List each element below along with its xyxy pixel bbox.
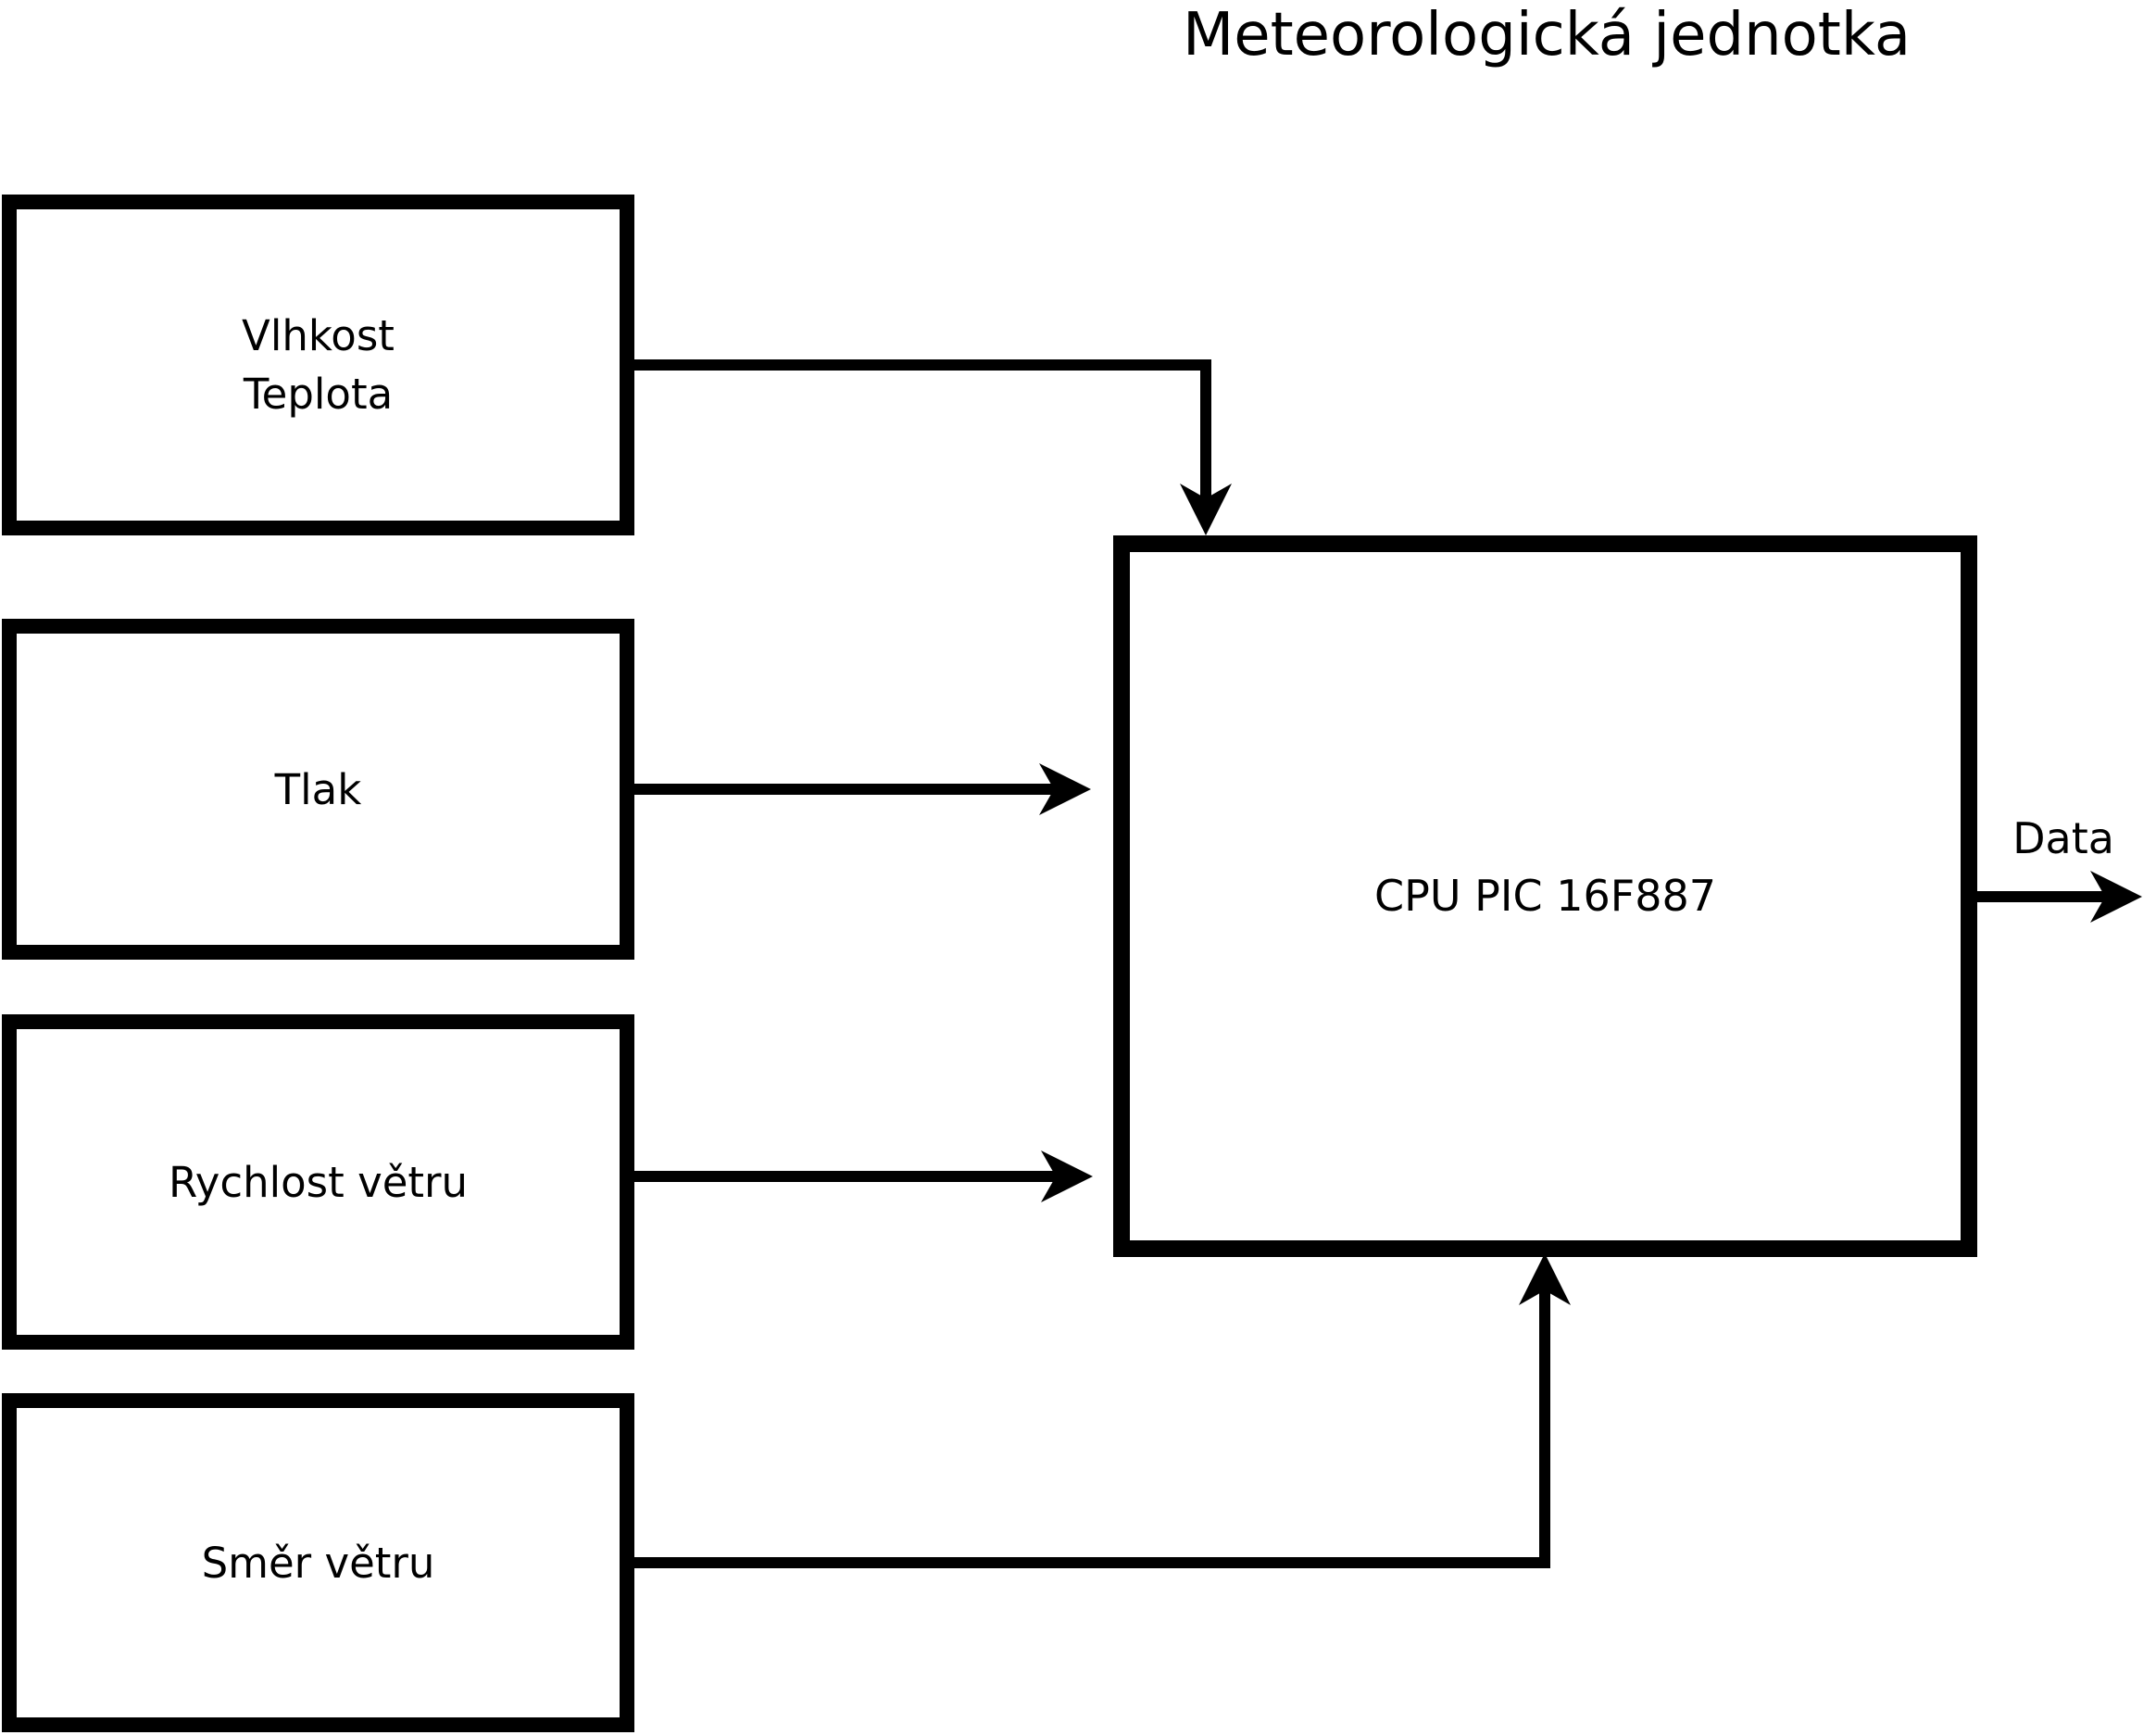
cpu-label: CPU PIC 16F887 [1374,871,1716,921]
arrowhead-wind-speed-icon [1041,1150,1093,1202]
connector-humidity-temperature [634,359,1211,498]
sensor-box-wind-direction: Směr větru [2,1393,634,1732]
sensor-label-wind-direction: Směr větru [201,1538,435,1588]
sensor-label-wind-speed: Rychlost větru [168,1157,469,1207]
sensor-label-temperature: Teplota [243,370,394,419]
arrowhead-pressure-icon [1039,763,1091,815]
data-output-label: Data [2012,813,2114,863]
page-title: Meteorologická jednotka [1182,1,1912,69]
arrowhead-wind-direction-icon [1519,1253,1571,1305]
sensor-box-pressure: Tlak [2,619,634,960]
sensor-box-humidity-temperature: Vlhkost Teplota [2,195,634,535]
sensor-box-wind-speed: Rychlost větru [2,1014,634,1350]
cpu-box: CPU PIC 16F887 [1113,535,1977,1257]
connector-wind-direction [634,1290,1550,1568]
sensor-label-pressure: Tlak [274,764,362,814]
sensor-label-humidity: Vlhkost [242,311,395,360]
arrowhead-data-output-icon [2090,871,2142,923]
arrowhead-humidity-temperature-icon [1180,484,1232,535]
